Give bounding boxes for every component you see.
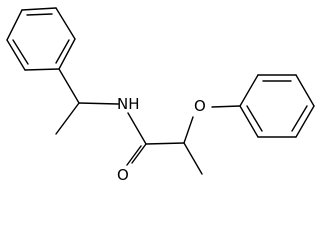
ch-to-nh-bond [78,102,119,105]
ring-to-ch-bond [58,68,80,104]
nitrogen-label: NH [117,95,140,113]
ch-to-methyl-bond-right [183,142,203,175]
left-chain-bonds [55,68,119,135]
structure-canvas: NH O O [6,7,315,184]
ch-to-methyl-bond [55,102,80,135]
carbonyl-oxygen-label: O [117,166,129,184]
ch-to-oxygen-bond [183,116,194,144]
carbonyl-double-bond-b [126,145,142,166]
left-phenyl-ring [6,7,76,71]
ether-oxygen-label: O [194,97,206,115]
carbonyl-to-ch-bond [145,142,185,145]
carbonyl-double-bond-a [131,143,147,164]
molecule-diagram: NH O O [6,7,315,184]
nh-to-carbonyl-bond [127,112,147,145]
amide-chain-bonds [126,105,241,175]
right-phenyl-ring [239,74,315,138]
oxygen-to-ring-bond [211,105,241,108]
